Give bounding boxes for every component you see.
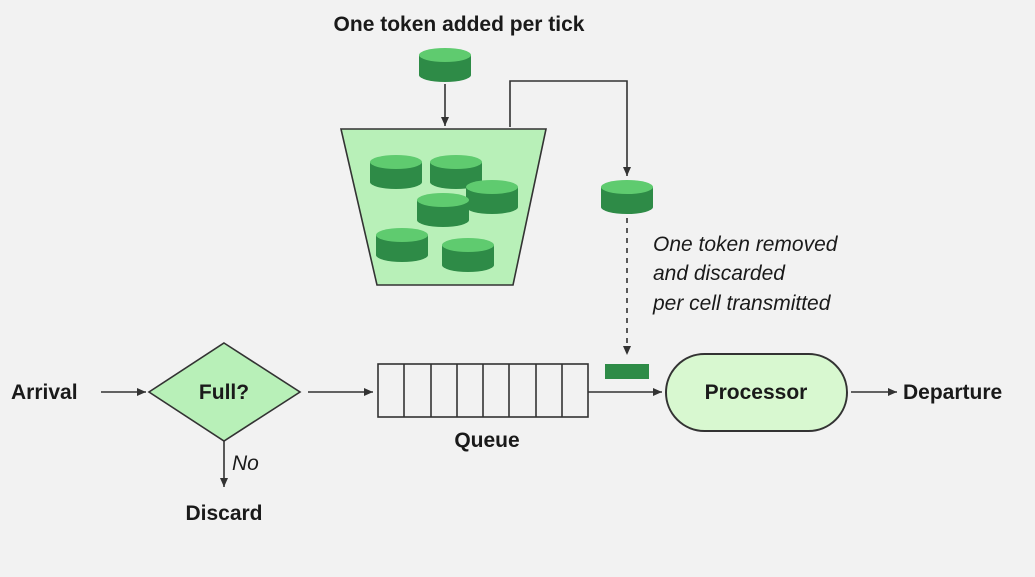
bucket-token-icon [370,155,422,189]
arrival-label: Arrival [11,381,78,404]
bucket-token-icon [466,180,518,214]
incoming-token-icon [419,48,471,82]
removed-token-icon [601,180,653,214]
bucket-token-icon [417,193,469,227]
removed-caption-line1: One token removed [653,233,839,256]
no-label: No [232,452,259,475]
processor-label: Processor [705,381,808,404]
removed-caption-line3: per cell transmitted [652,292,832,315]
top-caption: One token added per tick [334,13,585,36]
token-outflow-connector [509,80,631,176]
departure-label: Departure [903,381,1002,404]
bucket-token-icon [442,238,494,272]
processor-node [665,353,848,432]
removed-caption-line2: and discarded [653,262,786,285]
queue-label: Queue [454,429,519,452]
full-decision-label: Full? [199,381,249,404]
discard-label: Discard [185,502,262,525]
bucket-token-icon [376,228,428,262]
queue-buffer [377,363,589,418]
token-gate-marker [605,364,649,379]
